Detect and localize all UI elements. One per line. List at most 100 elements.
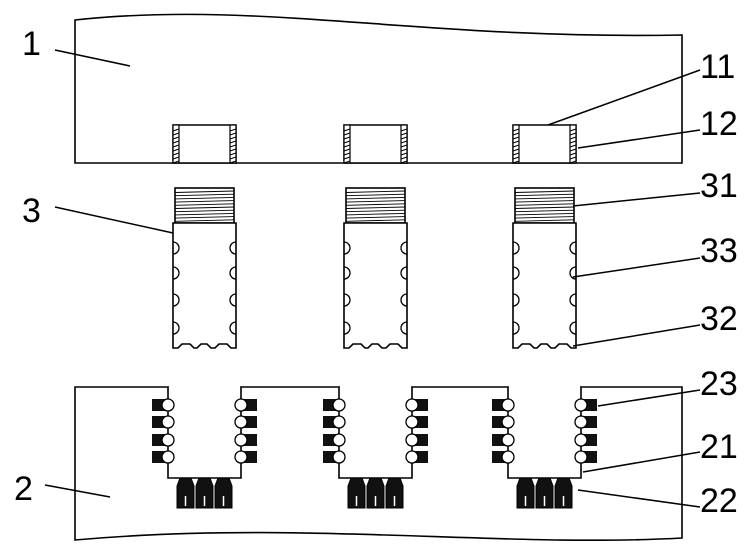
thread-wall-12	[400, 124, 408, 164]
label-31: 31	[700, 167, 738, 205]
plug-body	[343, 222, 408, 349]
elastic-block-22	[195, 477, 214, 509]
thread-line	[345, 212, 406, 216]
slot-21	[323, 385, 428, 509]
groove-33	[343, 321, 351, 335]
ball	[234, 450, 248, 464]
label-33: 33	[700, 232, 738, 270]
thread-line	[514, 196, 575, 200]
leader-line-3	[54, 206, 174, 234]
hatch-line	[343, 152, 351, 156]
label-12: 12	[700, 105, 738, 143]
hatch-line	[400, 152, 408, 156]
ball	[234, 415, 248, 429]
hatch-line	[569, 132, 577, 136]
hatch-line	[400, 148, 408, 152]
ball	[234, 398, 248, 412]
groove-33	[229, 266, 237, 280]
thread-line	[514, 200, 575, 203]
groove-33	[569, 293, 577, 307]
groove-33	[172, 321, 180, 335]
label-23: 23	[700, 365, 738, 403]
thread-line	[514, 193, 575, 197]
label-3: 3	[22, 192, 41, 230]
groove-33	[569, 241, 577, 255]
hatch-line	[172, 132, 180, 136]
socket-outline	[512, 124, 577, 164]
plug-body	[512, 222, 577, 349]
groove-33	[229, 321, 237, 335]
socket-outline	[172, 124, 237, 164]
socket-11	[343, 124, 408, 164]
thread-line	[345, 200, 406, 203]
hatch-line	[569, 152, 577, 156]
thread-wall-12	[343, 124, 351, 164]
thread-line	[174, 203, 235, 206]
slot-outline	[507, 387, 582, 479]
thread-line	[514, 219, 575, 222]
hatch-line	[172, 136, 180, 140]
ball	[234, 433, 248, 447]
leader-line-12	[577, 129, 701, 149]
ball	[574, 450, 588, 464]
groove-33	[229, 293, 237, 307]
elastic-block-22	[347, 477, 366, 509]
ball	[161, 398, 175, 412]
hatch-line	[512, 128, 520, 132]
hatch-line	[229, 144, 237, 148]
hatch-line	[229, 148, 237, 152]
elastic-block-22	[176, 477, 195, 509]
ball	[574, 398, 588, 412]
thread-line	[174, 190, 235, 193]
plug-3	[172, 187, 237, 349]
unit-3	[492, 124, 597, 509]
thread-line	[345, 209, 406, 213]
groove-33	[512, 266, 520, 280]
hatch-line	[229, 132, 237, 136]
ball	[574, 433, 588, 447]
plug-3	[343, 187, 408, 349]
thread-wall-12	[512, 124, 520, 164]
unit-2	[323, 124, 428, 509]
ball	[501, 450, 515, 464]
plug-3	[512, 187, 577, 349]
groove-33	[172, 293, 180, 307]
hatch-line	[229, 140, 237, 144]
hatch-line	[512, 160, 520, 164]
hatch-line	[400, 144, 408, 148]
ball	[161, 415, 175, 429]
hatch-line	[172, 128, 180, 132]
groove-33	[512, 321, 520, 335]
hatch-line	[512, 148, 520, 152]
hatch-line	[229, 160, 237, 164]
ball	[332, 415, 346, 429]
hatch-line	[172, 160, 180, 164]
label-22: 22	[700, 482, 738, 520]
groove-33	[400, 266, 408, 280]
ball	[405, 450, 419, 464]
thread-line	[174, 206, 235, 209]
hatch-line	[569, 144, 577, 148]
hatch-line	[343, 140, 351, 144]
hatch-line	[172, 144, 180, 148]
leader-line-1	[54, 49, 131, 67]
thread-line	[345, 193, 406, 197]
thread-line	[345, 190, 406, 193]
leader-line-21	[582, 451, 701, 473]
thread-line	[345, 203, 406, 206]
thread-line	[514, 203, 575, 206]
leader-line-11	[547, 69, 701, 126]
hatch-line	[400, 140, 408, 144]
ball	[332, 433, 346, 447]
thread-line	[514, 216, 575, 219]
ball	[332, 398, 346, 412]
hatch-line	[569, 156, 577, 160]
ball	[574, 415, 588, 429]
thread-wall-12	[569, 124, 577, 164]
hatch-line	[343, 160, 351, 164]
elastic-block-22	[516, 477, 535, 509]
thread-wall-12	[229, 124, 237, 164]
hatch-line	[172, 152, 180, 156]
leader-line-22	[577, 489, 701, 508]
